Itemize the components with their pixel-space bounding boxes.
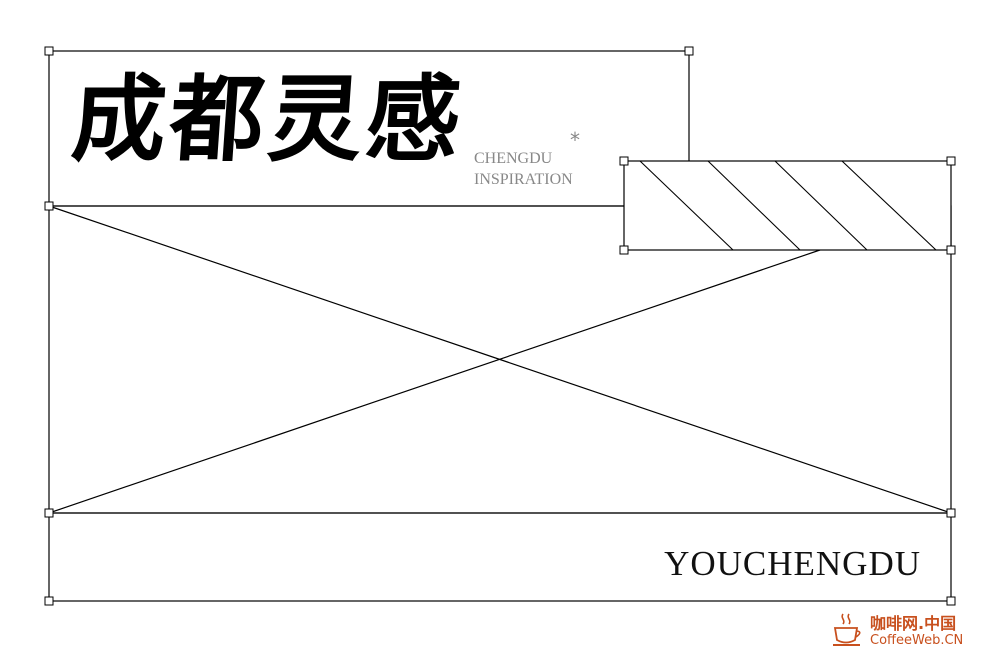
hatched-box [623,160,952,251]
corner-handle[interactable] [619,156,629,166]
brand-frame [48,512,952,602]
corner-handle[interactable] [619,245,629,255]
subtitle-english: CHENGDU INSPIRATION * [474,130,580,190]
corner-handle[interactable] [946,156,956,166]
corner-handle[interactable] [44,46,54,56]
corner-handle[interactable] [946,245,956,255]
watermark: 咖啡网.中国 CoffeeWeb.CN [832,610,982,654]
hatch-line [841,160,937,251]
brand-name: YOUCHENGDU [664,544,921,583]
placeholder-cross-line [48,249,821,514]
hatch-line [774,160,868,251]
corner-handle[interactable] [44,596,54,606]
asterisk-mark: * [570,128,580,152]
subtitle-line-1: CHENGDU [474,150,553,167]
coffee-cup-icon [833,613,861,646]
watermark-cn: 咖啡网.中国 [870,614,957,633]
subtitle-line-2: INSPIRATION [474,171,573,188]
hatch-line [707,160,801,251]
watermark-en: CoffeeWeb.CN [870,633,964,648]
corner-handle[interactable] [946,596,956,606]
corner-handle[interactable] [684,46,694,56]
title-chinese: 成都灵感 [68,66,468,175]
corner-handle[interactable] [946,508,956,518]
corner-handle[interactable] [44,508,54,518]
corner-handle[interactable] [44,201,54,211]
hatch-line [639,160,734,251]
